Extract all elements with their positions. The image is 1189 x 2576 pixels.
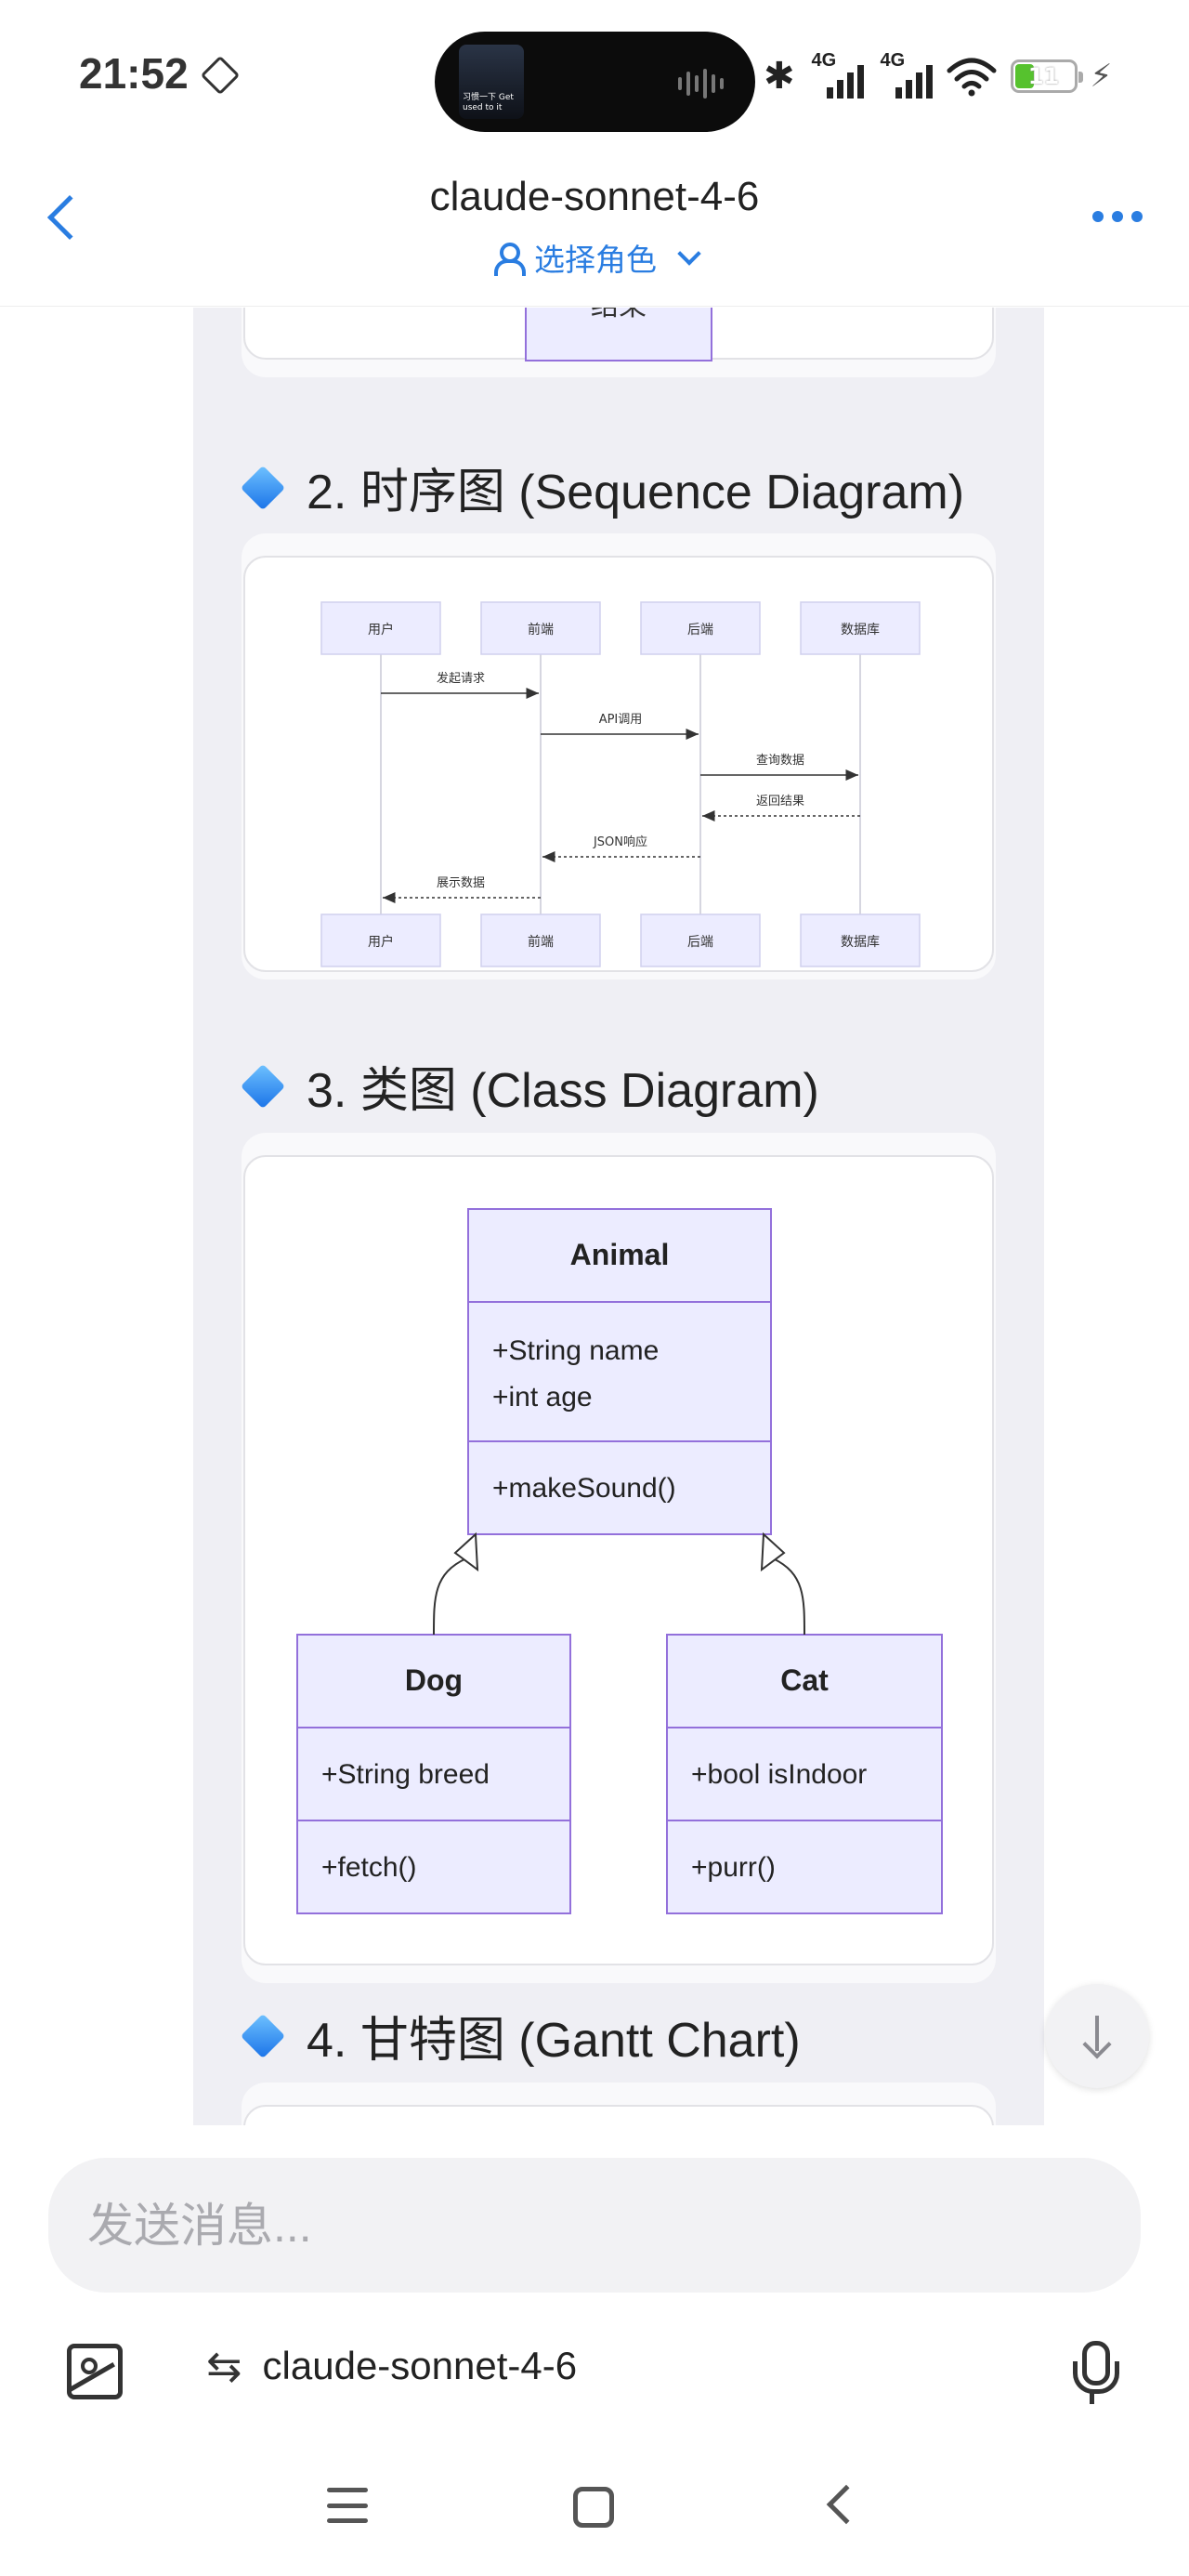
inheritance-edge xyxy=(772,1557,805,1636)
class-box xyxy=(467,1208,772,1535)
participant-label: 后端 xyxy=(687,623,713,637)
class-name: Cat xyxy=(780,1663,829,1697)
clock: 21:52 xyxy=(79,49,189,98)
participant-label: 数据库 xyxy=(841,623,880,637)
participant-label: 用户 xyxy=(368,934,394,950)
message-input[interactable] xyxy=(48,2158,1141,2293)
person-icon xyxy=(491,241,526,276)
participant-label: 前端 xyxy=(528,622,554,637)
nfc-icon xyxy=(200,55,241,96)
participant-label: 数据库 xyxy=(841,935,880,950)
media-thumbnail: 习惯一下 Get used to it xyxy=(459,45,524,119)
class-diagram: Animal +String name +int age +makeSound() Do… xyxy=(296,1208,943,1914)
composer: ⇆ claude-sonnet-4-6 xyxy=(0,2125,1189,2576)
class-attribute: +int age xyxy=(492,1382,593,1413)
audio-wave-icon xyxy=(678,69,724,99)
message-content[interactable]: 结束 2. 时序图 (Sequence Diagram) 用户用户前端前端后端后… xyxy=(0,308,1189,2125)
class-method: +purr() xyxy=(691,1852,776,1883)
page-title: claude-sonnet-4-6 xyxy=(429,174,760,219)
nav-home-icon[interactable] xyxy=(573,2487,614,2528)
model-switch-button[interactable]: ⇆ claude-sonnet-4-6 xyxy=(206,2341,577,2391)
status-bar: 21:52 习惯一下 Get used to it ✱ 4G 4G 11 ⚡ xyxy=(0,0,1189,153)
dynamic-island[interactable]: 习惯一下 Get used to it xyxy=(435,32,755,132)
arrow-down-icon xyxy=(1095,2016,1099,2051)
class-diagram-inner: Animal +String name +int age +makeSound() Do… xyxy=(243,1155,994,1965)
blue-diamond-icon xyxy=(240,465,286,511)
participant-box-top xyxy=(800,601,921,655)
gantt-chart-inner xyxy=(243,2105,994,2125)
chat-header: claude-sonnet-4-6 选择角色 xyxy=(0,153,1189,307)
charging-icon: ⚡ xyxy=(1090,58,1113,95)
media-caption: 习惯一下 Get used to it xyxy=(463,93,514,112)
role-selector[interactable]: 选择角色 xyxy=(0,235,1189,280)
battery-icon: 11 xyxy=(1010,59,1083,93)
participant-label: 前端 xyxy=(528,934,554,950)
sequence-diagram: 用户用户前端前端后端后端数据库数据库发起请求API调用查询数据返回结果JSON响… xyxy=(320,601,921,967)
section-title-sequence: 2. 时序图 (Sequence Diagram) xyxy=(240,453,964,522)
flowchart-end-node xyxy=(525,308,712,361)
message-label: 发起请求 xyxy=(437,671,485,686)
signal-label: 4G xyxy=(880,50,906,71)
flowchart-end-label: 结束 xyxy=(591,308,647,322)
bluetooth-icon: ✱ xyxy=(764,55,795,98)
class-method: +fetch() xyxy=(321,1852,417,1883)
scroll-down-button[interactable] xyxy=(1045,1984,1149,2088)
class-attribute: +bool isIndoor xyxy=(691,1759,867,1790)
participant-box-bottom xyxy=(320,913,441,967)
participant-box-top xyxy=(480,601,601,655)
signal-icon: 4G xyxy=(808,50,864,99)
inheritance-edge xyxy=(433,1557,467,1636)
message-label: 展示数据 xyxy=(437,876,485,890)
participant-box-bottom xyxy=(640,913,761,967)
class-name: Animal xyxy=(570,1238,670,1271)
message-label: JSON响应 xyxy=(593,835,647,849)
swap-icon: ⇆ xyxy=(206,2342,242,2390)
section-title-gantt: 4. 甘特图 (Gantt Chart) xyxy=(240,2001,801,2070)
class-method: +makeSound() xyxy=(492,1473,676,1504)
microphone-icon[interactable] xyxy=(1073,2341,1119,2406)
section-title-text: 2. 时序图 (Sequence Diagram) xyxy=(307,466,965,519)
participant-box-bottom xyxy=(800,913,921,967)
class-box xyxy=(666,1634,943,1914)
gantt-chart-card xyxy=(242,2083,996,2125)
more-icon[interactable] xyxy=(1092,211,1143,222)
microphone-stem xyxy=(1090,2389,1094,2404)
participant-box-top xyxy=(640,601,761,655)
model-name: claude-sonnet-4-6 xyxy=(262,2344,578,2387)
inheritance-arrowhead xyxy=(760,1531,786,1572)
section-title-text: 3. 类图 (Class Diagram) xyxy=(307,1064,819,1118)
class-attribute: +String breed xyxy=(321,1759,490,1790)
blue-diamond-icon xyxy=(240,2013,286,2059)
participant-label: 用户 xyxy=(368,622,394,637)
battery-level: 11 xyxy=(1027,63,1060,89)
signal-label: 4G xyxy=(811,50,837,71)
signal-icon: 4G xyxy=(877,50,933,99)
wifi-icon xyxy=(947,58,997,97)
section-title-class: 3. 类图 (Class Diagram) xyxy=(240,1051,819,1121)
participant-box-bottom xyxy=(480,913,601,967)
nav-menu-icon[interactable] xyxy=(327,2488,368,2523)
message-label: API调用 xyxy=(599,713,643,727)
blue-diamond-icon xyxy=(240,1063,286,1110)
message-label: 返回结果 xyxy=(756,795,804,808)
participant-label: 后端 xyxy=(687,935,713,950)
flowchart-tail: 结束 xyxy=(525,308,712,361)
chevron-down-icon xyxy=(677,242,701,266)
class-name: Dog xyxy=(405,1663,463,1697)
role-label: 选择角色 xyxy=(534,242,657,278)
system-icons: ✱ 4G 4G 11 ⚡ xyxy=(764,48,1112,104)
inheritance-arrowhead xyxy=(453,1531,479,1572)
participant-box-top xyxy=(320,601,441,655)
message-label: 查询数据 xyxy=(756,754,804,768)
section-title-text: 4. 甘特图 (Gantt Chart) xyxy=(307,2014,801,2068)
image-icon[interactable] xyxy=(67,2344,123,2399)
class-attribute: +String name xyxy=(492,1335,659,1366)
class-diagram-card: Animal +String name +int age +makeSound() Do… xyxy=(242,1133,996,1983)
